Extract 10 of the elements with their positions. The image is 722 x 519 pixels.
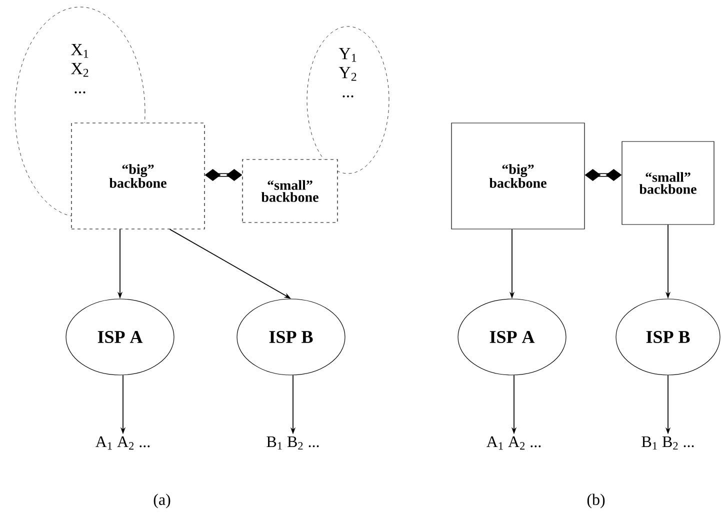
host-list: B$_{1}$ B$_{2}$ ... <box>266 436 319 450</box>
backbone-box: “big” backbone <box>71 122 205 230</box>
panel-label: (b) <box>587 494 605 508</box>
panel-label: (a) <box>154 494 170 508</box>
host-list: A$_{1}$ A$_{2}$ ... <box>96 436 150 450</box>
backbone-box: “small” backbone <box>242 159 338 223</box>
host-list: A$_{1}$ A$_{2}$ ... <box>486 436 541 450</box>
host-list: B$_{1}$ B$_{2}$ ... <box>642 436 694 450</box>
backbone-box: “small” backbone <box>622 141 714 225</box>
backbone-box: “big” backbone <box>451 122 585 230</box>
